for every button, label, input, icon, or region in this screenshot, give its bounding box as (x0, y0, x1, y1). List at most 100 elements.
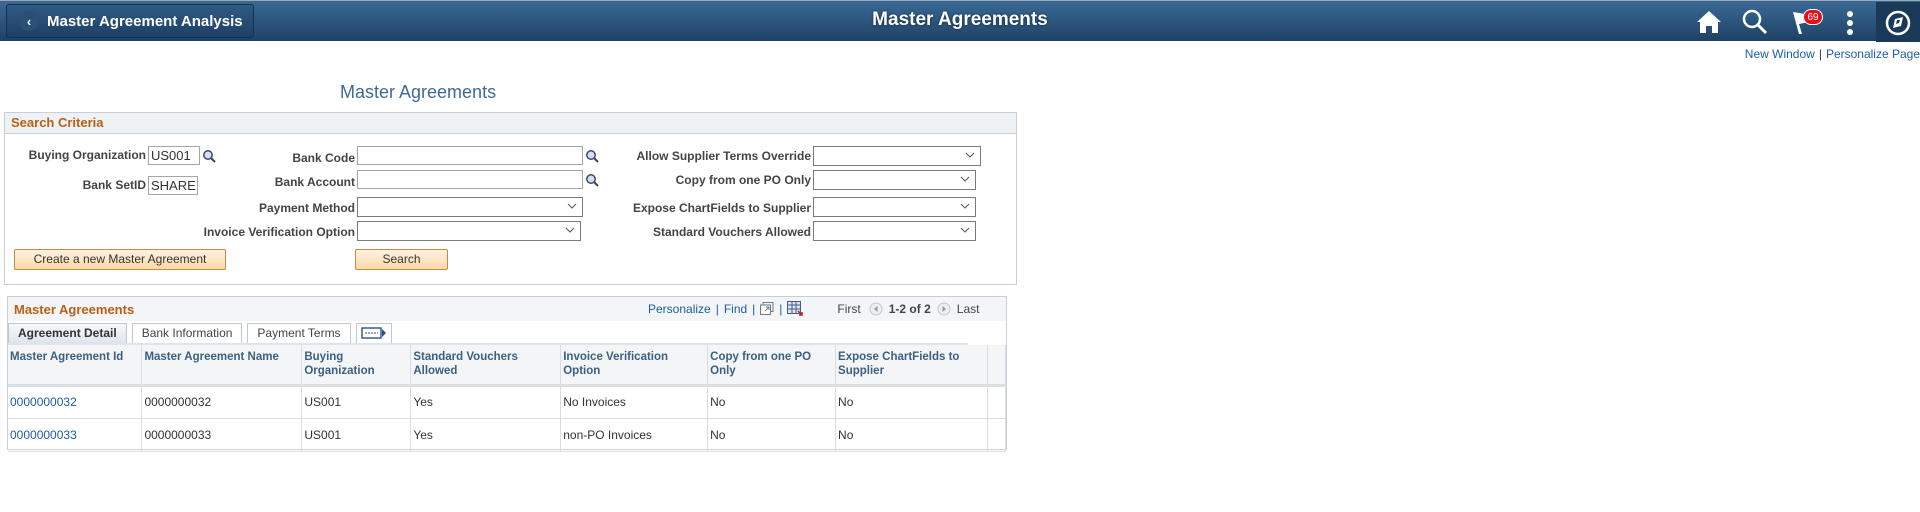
invoice-verification-cell: non-PO Invoices (560, 418, 709, 452)
buying-org-cell: US001 (301, 418, 412, 452)
search-criteria-title[interactable]: Search Criteria (5, 113, 1016, 134)
copy-one-po-cell: No (707, 385, 837, 419)
column-header: Invoice Verification Option (560, 345, 709, 387)
spacer-cell (987, 385, 1007, 419)
new-window-link[interactable]: New Window (1744, 47, 1815, 61)
grid-navigation: Personalize | Find | | First 1-2 of 2 La… (648, 301, 979, 316)
header-banner: ‹ Master Agreement Analysis Master Agree… (0, 0, 1920, 42)
separator: | (752, 301, 756, 316)
home-icon[interactable] (1695, 8, 1723, 36)
link-separator: | (1818, 47, 1822, 61)
column-header: Expose ChartFields to Supplier (835, 345, 988, 387)
scroll-column-header (987, 345, 1007, 387)
agreement-id-link[interactable]: 0000000033 (8, 418, 143, 452)
search-icon[interactable] (1741, 8, 1769, 36)
next-icon[interactable] (937, 302, 951, 316)
bank-account-lookup-icon[interactable] (585, 173, 599, 187)
show-all-columns-tab[interactable] (355, 323, 392, 343)
tab-payment-terms[interactable]: Payment Terms (247, 323, 351, 343)
column-header: Standard Vouchers Allowed (410, 345, 562, 387)
download-spreadsheet-icon[interactable] (787, 301, 804, 316)
chevron-down-icon (960, 227, 970, 233)
grid-tabs: Agreement Detail Bank Information Paymen… (8, 323, 397, 343)
page-title: Master Agreements (340, 82, 497, 102)
standard-vouchers-select[interactable] (813, 221, 976, 241)
buying-org-lookup-icon[interactable] (202, 149, 216, 163)
buying-org-input[interactable]: US001 (148, 146, 200, 165)
personalize-page-link[interactable]: Personalize Page (1825, 47, 1920, 61)
expose-chartfields-label: Expose ChartFields to Supplier (632, 201, 811, 215)
copy-one-po-cell: No (707, 418, 837, 452)
buying-org-cell: US001 (301, 385, 412, 419)
tab-bank-information[interactable]: Bank Information (131, 323, 243, 343)
chevron-down-icon (960, 203, 970, 209)
flag-icon[interactable] (1789, 8, 1817, 36)
allow-supplier-terms-label: Allow Supplier Terms Override (636, 149, 812, 163)
search-criteria-group: Search Criteria Buying Organization US00… (4, 112, 1017, 285)
page-header-title: Master Agreements (872, 9, 1048, 30)
bank-code-input[interactable] (357, 146, 583, 165)
expose-chartfields-cell: No (835, 418, 988, 452)
agreement-name-cell: 0000000032 (141, 385, 303, 419)
bank-setid-input[interactable]: SHARE (148, 176, 198, 195)
create-master-agreement-button[interactable]: Create a new Master Agreement (14, 249, 226, 270)
search-button[interactable]: Search (355, 249, 448, 270)
show-all-columns-icon (360, 327, 386, 339)
copy-one-po-label: Copy from one PO Only (675, 173, 811, 187)
copy-one-po-select[interactable] (813, 170, 976, 190)
chevron-down-icon (960, 176, 970, 182)
allow-supplier-terms-select[interactable] (813, 146, 981, 166)
notification-badge: 69 (1803, 9, 1823, 25)
first-label[interactable]: First (837, 301, 861, 316)
bank-account-input[interactable] (357, 170, 583, 189)
invoice-verification-select[interactable] (357, 221, 581, 241)
grid-header: Master Agreements Personalize | Find | |… (8, 297, 1006, 321)
chevron-left-icon: ‹ (19, 11, 39, 31)
navbar-compass-icon (1885, 10, 1911, 36)
chevron-down-icon (965, 152, 975, 158)
navbar-button[interactable] (1876, 2, 1920, 42)
more-vertical-icon[interactable] (1840, 9, 1860, 37)
row-range: 1-2 of 2 (888, 301, 931, 316)
top-links: New Window|Personalize Page (1745, 47, 1920, 61)
personalize-link[interactable]: Personalize (648, 301, 711, 316)
separator: | (779, 301, 783, 316)
master-agreements-grid: Master Agreements Personalize | Find | |… (7, 296, 1007, 452)
last-label[interactable]: Last (956, 301, 980, 316)
view-all-icon[interactable] (760, 302, 774, 315)
standard-vouchers-cell: Yes (410, 385, 562, 419)
column-header: Master Agreement Name (141, 345, 303, 387)
find-link[interactable]: Find (723, 301, 748, 316)
back-button[interactable]: ‹ Master Agreement Analysis (6, 4, 254, 38)
separator: | (715, 301, 719, 316)
back-button-label: Master Agreement Analysis (47, 12, 243, 30)
previous-icon[interactable] (869, 302, 883, 316)
invoice-verification-cell: No Invoices (560, 385, 709, 419)
payment-method-select[interactable] (357, 197, 583, 217)
bank-account-label: Bank Account (274, 175, 355, 189)
agreements-table: Master Agreement Id Master Agreement Nam… (8, 345, 1007, 452)
agreement-id-link[interactable]: 0000000032 (8, 385, 143, 419)
standard-vouchers-cell: Yes (410, 418, 562, 452)
column-header: Buying Organization (301, 345, 412, 387)
table-header-row: Master Agreement Id Master Agreement Nam… (8, 345, 1007, 387)
invoice-verification-label: Invoice Verification Option (203, 225, 355, 239)
tab-strip (8, 343, 968, 345)
table-row: 0000000033 0000000033 US001 Yes non-PO I… (8, 418, 1007, 452)
expose-chartfields-select[interactable] (813, 197, 976, 217)
expose-chartfields-cell: No (835, 385, 988, 419)
payment-method-label: Payment Method (258, 201, 355, 215)
column-header: Copy from one PO Only (707, 345, 837, 387)
chevron-down-icon (567, 203, 577, 209)
standard-vouchers-label: Standard Vouchers Allowed (652, 225, 811, 239)
bank-code-label: Bank Code (292, 151, 355, 165)
agreement-name-cell: 0000000033 (141, 418, 303, 452)
bank-code-lookup-icon[interactable] (585, 149, 599, 163)
chevron-down-icon (565, 227, 575, 233)
spacer-cell (987, 418, 1007, 452)
grid-title: Master Agreements (14, 302, 135, 317)
tab-agreement-detail[interactable]: Agreement Detail (8, 323, 127, 343)
bank-setid-label: Bank SetID (82, 178, 146, 192)
buying-org-label: Buying Organization (28, 148, 146, 162)
column-header: Master Agreement Id (8, 345, 143, 387)
